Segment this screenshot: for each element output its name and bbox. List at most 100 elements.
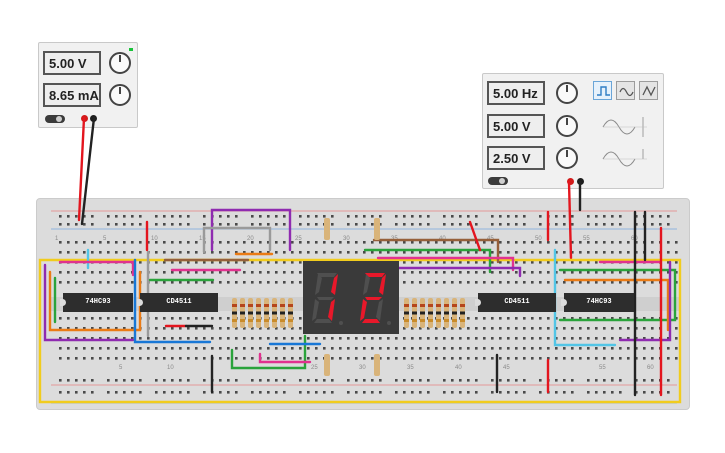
segment-c <box>328 299 335 321</box>
seven-segment-display-tens[interactable] <box>303 261 351 334</box>
row-number: 55 <box>599 365 606 371</box>
current-limit-resistor <box>452 298 457 328</box>
voltage-readout: 5.00 V <box>43 51 101 75</box>
current-limit-resistor <box>248 298 253 328</box>
sine-wave-button[interactable] <box>639 81 658 100</box>
current-limit-resistor <box>420 298 425 328</box>
segment-d <box>314 319 332 323</box>
row-number: 15 <box>199 236 206 242</box>
triangle-wave-button[interactable] <box>616 81 635 100</box>
ic-74hc93-right[interactable]: 74HC93 <box>561 293 634 312</box>
row-number: 25 <box>311 365 318 371</box>
square-wave-icon <box>597 86 610 96</box>
green-wire-right[interactable] <box>558 268 677 322</box>
seven-segment-display-ones[interactable] <box>351 261 399 334</box>
segment-a <box>365 273 385 277</box>
segment-d <box>362 319 380 323</box>
current-limit-resistor <box>288 298 293 328</box>
current-limit-resistor <box>404 298 409 328</box>
segment-f <box>363 274 370 295</box>
current-limit-resistor <box>428 298 433 328</box>
segment-c <box>376 299 383 321</box>
decimal-point <box>387 321 391 325</box>
row-number: 25 <box>295 236 302 242</box>
row-number: 45 <box>503 365 510 371</box>
psu-negative-wire[interactable] <box>80 116 96 226</box>
purple-wire-left[interactable] <box>43 263 135 342</box>
current-limit-resistor <box>232 298 237 328</box>
row-number: 60 <box>647 365 654 371</box>
brown-jumper-right[interactable] <box>372 238 500 264</box>
magenta-jumper-bottom[interactable] <box>258 352 312 364</box>
dc-power-supply[interactable]: 5.00 V 8.65 mA <box>38 42 138 128</box>
magenta-jumper-right[interactable] <box>376 256 515 272</box>
amplitude-knob[interactable] <box>556 115 578 137</box>
amplitude-readout: 5.00 V <box>487 114 545 138</box>
series-resistors <box>324 218 380 376</box>
row-number: 40 <box>455 365 462 371</box>
current-limit-resistor <box>264 298 269 328</box>
segment-b <box>331 274 338 295</box>
sine-wave-icon <box>642 85 656 97</box>
row-number: 30 <box>359 365 366 371</box>
blue-wire-left[interactable] <box>133 258 212 344</box>
row-number: 30 <box>343 236 350 242</box>
decimal-point <box>339 321 343 325</box>
current-limit-resistor <box>436 298 441 328</box>
yellow-wire-loop[interactable] <box>38 258 682 404</box>
orange-wire-right[interactable] <box>563 278 670 332</box>
segment-a <box>317 273 337 277</box>
current-limit-resistor <box>444 298 449 328</box>
frequency-readout: 5.00 Hz <box>487 81 545 105</box>
segment-e <box>312 299 319 321</box>
row-number: 35 <box>407 365 414 371</box>
segment-e <box>360 299 367 321</box>
cyan-wire-right[interactable] <box>553 248 617 347</box>
signal-terminal[interactable] <box>567 178 574 185</box>
cv-indicator-led <box>129 48 133 51</box>
purple-jumper-right[interactable] <box>378 266 522 278</box>
ic-74hc93-left[interactable]: 74HC93 <box>60 293 133 312</box>
fgen-signal-wire[interactable] <box>567 180 573 260</box>
purple-wire-right[interactable] <box>618 260 672 342</box>
current-limit-resistor <box>412 298 417 328</box>
offset-knob[interactable] <box>556 147 578 169</box>
triangle-wave-icon <box>619 87 634 97</box>
offset-readout: 2.50 V <box>487 146 545 170</box>
function-generator[interactable]: 5.00 Hz 5.00 V 2.50 V <box>482 73 664 189</box>
power-supply-output-toggle[interactable] <box>45 115 65 123</box>
row-number: 55 <box>583 236 590 242</box>
square-wave-button[interactable] <box>593 81 612 100</box>
ic-cd4511-left[interactable]: CD4511 <box>137 293 218 312</box>
current-limit-resistor <box>240 298 245 328</box>
row-number: 1 <box>55 236 59 242</box>
segment-g <box>317 297 334 300</box>
frequency-knob[interactable] <box>556 82 578 104</box>
green-jumper-bottom[interactable] <box>230 334 307 370</box>
current-limit-resistor <box>280 298 285 328</box>
voltage-knob[interactable] <box>109 52 131 74</box>
row-number: 5 <box>103 236 107 242</box>
current-limit-resistor <box>256 298 261 328</box>
ic-cd4511-right[interactable]: CD4511 <box>475 293 556 312</box>
red-jumper-right[interactable] <box>468 220 482 252</box>
row-number: 10 <box>151 236 158 242</box>
row-number: 5 <box>119 365 123 371</box>
offset-diagram-icon <box>602 149 647 167</box>
green-jumper-right[interactable] <box>363 248 492 274</box>
segment-f <box>315 274 322 295</box>
purple-jumper-top[interactable] <box>210 208 292 252</box>
current-limit-resistor <box>460 298 465 328</box>
segment-b <box>379 274 386 295</box>
psu-positive-wire[interactable] <box>77 116 86 222</box>
gray-jumper-top[interactable] <box>202 226 272 254</box>
segment-g <box>365 297 382 300</box>
segments-digit-ones <box>360 273 391 325</box>
magenta-wire-left[interactable] <box>58 260 135 277</box>
row-number: 20 <box>247 236 254 242</box>
segments-digit-tens <box>312 273 343 325</box>
current-knob[interactable] <box>109 84 131 106</box>
function-generator-output-toggle[interactable] <box>488 177 508 185</box>
amplitude-diagram-icon <box>602 117 647 137</box>
